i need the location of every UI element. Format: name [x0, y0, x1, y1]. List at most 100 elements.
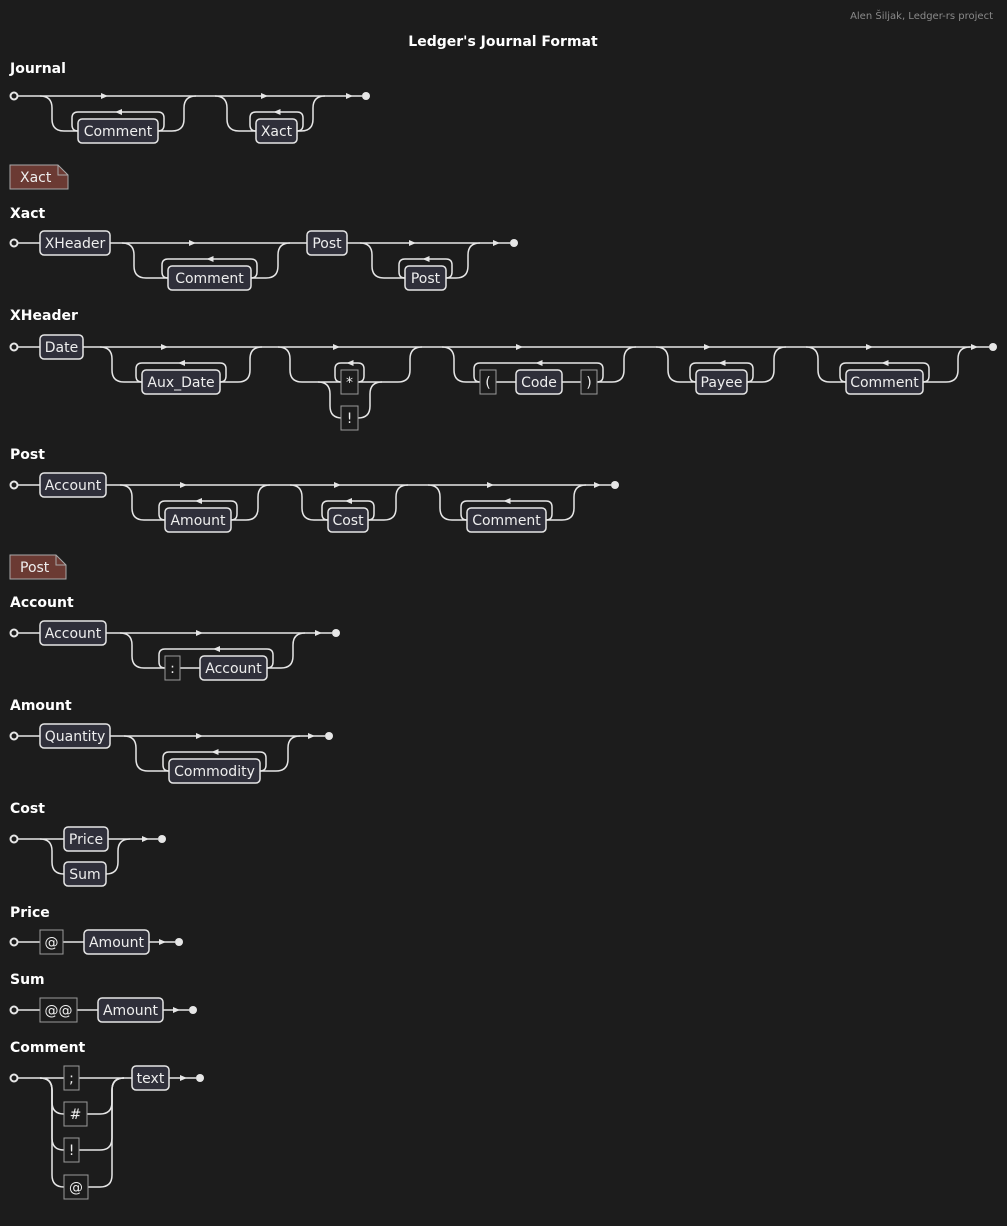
nonterminal-box[interactable]: Code [515, 369, 563, 395]
terminal-box[interactable]: @ [63, 1174, 89, 1200]
connector-line [277, 346, 341, 383]
end-node [510, 239, 518, 247]
nonterminal-label: text [137, 1071, 165, 1087]
arrow-right-icon [704, 344, 711, 350]
nonterminal-rect [845, 369, 924, 395]
connector-line [119, 632, 165, 669]
nonterminal-box[interactable]: Date [39, 334, 84, 360]
nonterminal-box[interactable]: Cost [327, 507, 369, 533]
arrow-right-icon [866, 344, 873, 350]
nonterminal-box[interactable]: Amount [97, 997, 164, 1023]
arrow-right-icon [493, 240, 500, 246]
arrow-right-icon [189, 240, 196, 246]
nonterminal-box[interactable]: Post [306, 230, 348, 256]
nonterminal-box[interactable]: Xact [255, 118, 298, 144]
nonterminal-box[interactable]: Account [39, 472, 107, 498]
connector-line [805, 346, 846, 383]
nonterminal-rect [39, 472, 107, 498]
arrow-right-icon [173, 1007, 180, 1013]
end-node [158, 835, 166, 843]
end-node [196, 1074, 204, 1082]
credit-text: Alen Šiljak, Ledger-rs project [850, 9, 993, 22]
nonterminal-box[interactable]: Payee [695, 369, 748, 395]
connector-line [119, 484, 165, 521]
nonterminal-box[interactable]: Comment [167, 265, 252, 291]
terminal-label: ! [347, 411, 353, 427]
connector-line [123, 735, 169, 772]
nonterminal-rect [306, 230, 348, 256]
terminal-rect [340, 369, 359, 395]
terminal-label: # [70, 1107, 82, 1123]
nonterminal-box[interactable]: Amount [83, 929, 150, 955]
terminal-label: : [170, 661, 175, 677]
connector-line [220, 346, 263, 383]
nonterminal-box[interactable]: Amount [164, 507, 232, 533]
terminal-rect [63, 1174, 89, 1200]
terminal-box[interactable]: ; [63, 1065, 80, 1091]
arrow-right-icon [487, 482, 494, 488]
nonterminal-rect [168, 758, 261, 784]
arrow-right-icon [971, 344, 978, 350]
rule-name: Post [10, 447, 45, 463]
nonterminal-box[interactable]: Account [199, 655, 268, 681]
rule-name: Cost [10, 801, 45, 817]
start-node [9, 1005, 19, 1015]
nonterminal-label: Quantity [45, 729, 106, 745]
terminal-rect [164, 655, 181, 681]
nonterminal-box[interactable]: Sum [63, 861, 107, 887]
nonterminal-label: Account [45, 626, 102, 642]
terminal-label: ) [586, 375, 591, 391]
connector-line [923, 346, 971, 383]
nonterminal-box[interactable]: Commodity [168, 758, 261, 784]
terminal-rect [479, 369, 497, 395]
note-label: Xact [20, 170, 52, 186]
nonterminal-box[interactable]: Comment [77, 118, 159, 144]
connector-line [260, 735, 301, 772]
terminal-label: ( [485, 375, 490, 391]
terminal-box[interactable]: ) [580, 369, 598, 395]
nonterminal-label: Date [45, 340, 78, 356]
terminal-box[interactable]: * [340, 369, 359, 395]
terminal-box[interactable]: @ [39, 929, 64, 955]
arrow-right-icon [346, 93, 353, 99]
nonterminal-label: Account [45, 478, 102, 494]
nonterminal-label: Price [69, 832, 103, 848]
arrow-right-icon [333, 344, 340, 350]
nonterminal-box[interactable]: XHeader [39, 230, 111, 256]
connector-line [231, 484, 271, 521]
nonterminal-box[interactable]: Post [404, 265, 447, 291]
terminal-rect [39, 929, 64, 955]
terminal-box[interactable]: @@ [39, 997, 78, 1023]
terminal-box[interactable]: : [164, 655, 181, 681]
rule-name: Price [10, 905, 50, 921]
start-node [9, 628, 19, 638]
nonterminal-box[interactable]: Price [63, 826, 109, 852]
connector-line [427, 484, 467, 521]
arrow-right-icon [180, 1075, 187, 1081]
start-node [9, 937, 19, 947]
nonterminal-label: Cost [332, 513, 364, 529]
nonterminal-box[interactable]: Account [39, 620, 107, 646]
nonterminal-box[interactable]: Quantity [39, 723, 111, 749]
arrow-right-icon [409, 240, 416, 246]
rule-name: Account [10, 595, 74, 611]
nonterminal-box[interactable]: Comment [466, 507, 547, 533]
terminal-label: ! [69, 1143, 75, 1159]
rule-name: Amount [10, 698, 72, 714]
end-node [325, 732, 333, 740]
nonterminal-box[interactable]: text [131, 1065, 170, 1091]
branch-line [317, 381, 343, 419]
terminal-box[interactable]: ( [479, 369, 497, 395]
branch-line [357, 381, 383, 419]
nonterminal-box[interactable]: Comment [845, 369, 924, 395]
nonterminal-rect [131, 1065, 170, 1091]
terminal-box[interactable]: ! [63, 1137, 80, 1163]
note: Post [9, 554, 67, 580]
connector-line [368, 484, 409, 521]
terminal-box[interactable]: ! [340, 405, 359, 431]
nonterminal-box[interactable]: Aux_Date [141, 369, 221, 395]
terminal-box[interactable]: # [63, 1101, 88, 1127]
nonterminal-rect [39, 334, 84, 360]
connector-line [297, 95, 326, 132]
